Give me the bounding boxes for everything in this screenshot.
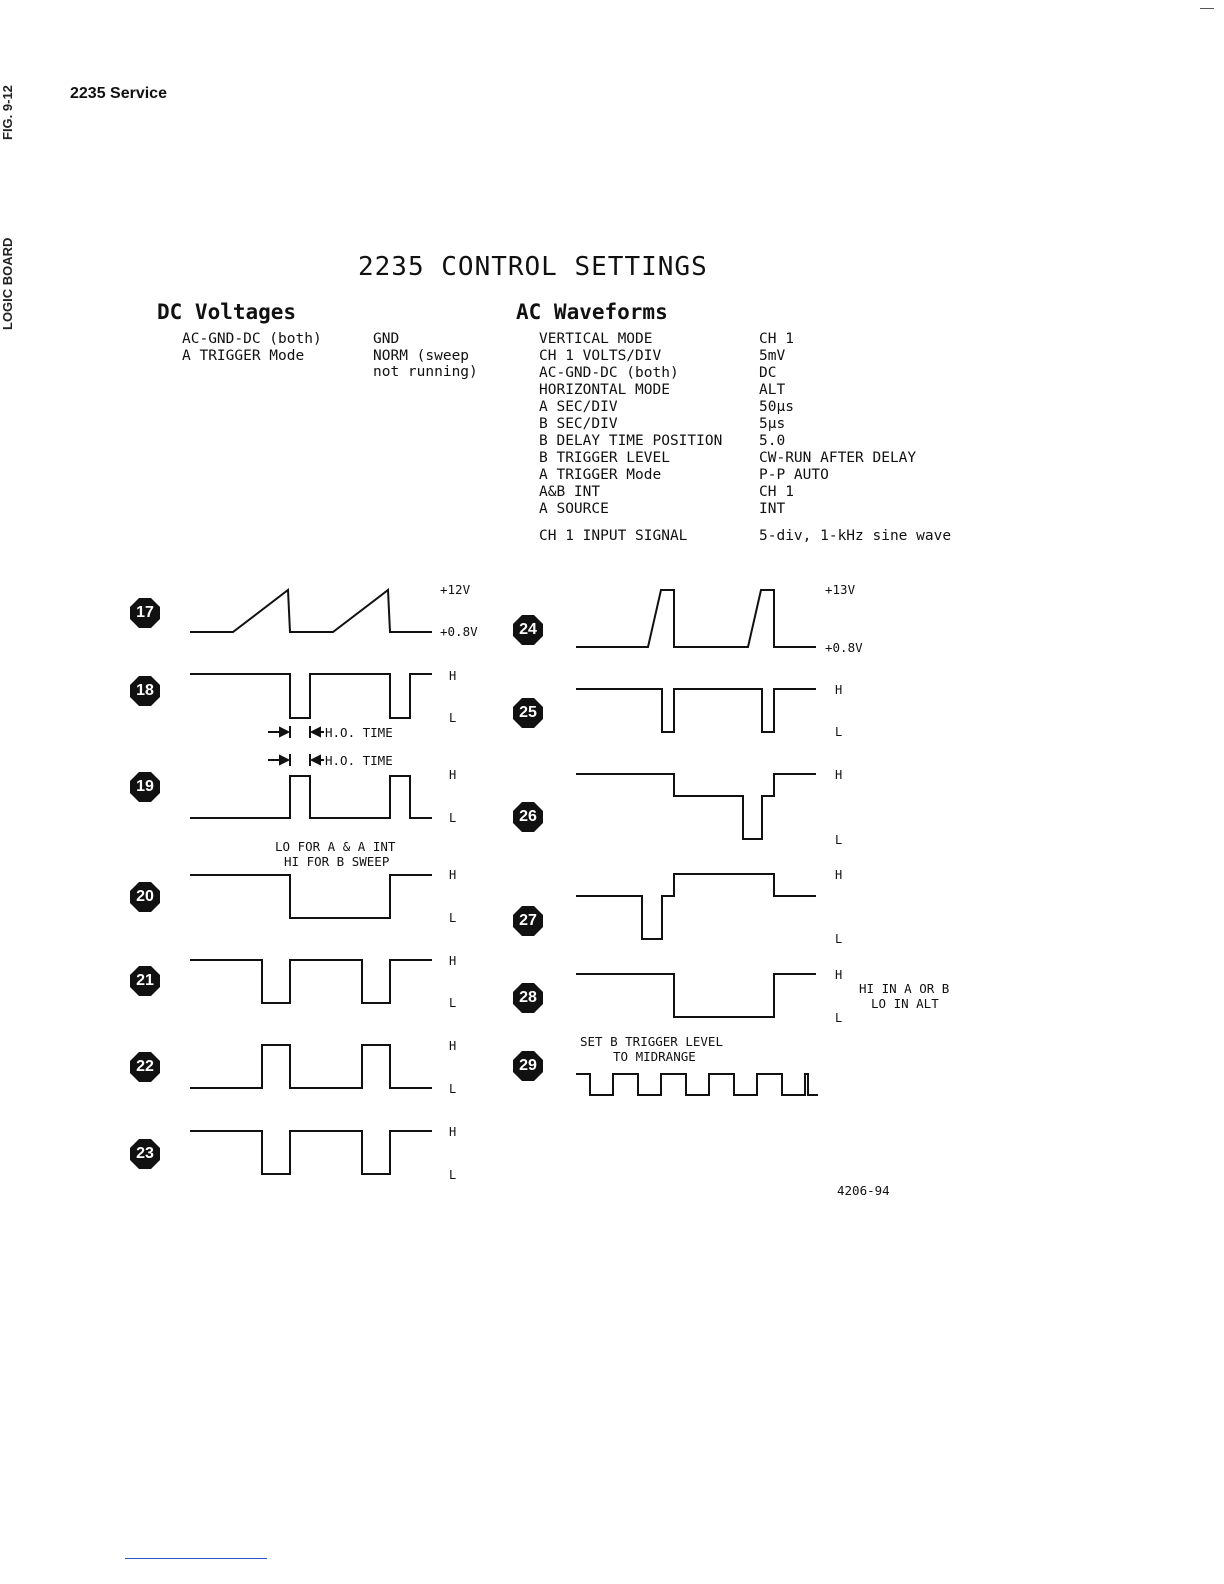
level-high-label: H — [835, 768, 843, 782]
bottom-rule — [125, 1558, 267, 1559]
ac-label: B DELAY TIME POSITION — [539, 433, 723, 449]
level-high-label: H — [835, 968, 843, 982]
ho-time-arrows-18 — [268, 726, 324, 738]
dc-label: AC-GND-DC (both) — [182, 331, 322, 347]
page-header: 2235 Service — [70, 85, 167, 102]
ac-value: ALT — [759, 382, 786, 398]
ac-value: 5mV — [759, 348, 786, 364]
ac-label: HORIZONTAL MODE — [539, 382, 670, 398]
level-low-label: L — [835, 932, 843, 946]
set-b-annotation: TO MIDRANGE — [613, 1049, 696, 1064]
test-point-24-badge: 24 — [513, 615, 543, 645]
ac-label: A SOURCE — [539, 501, 609, 517]
input-signal-value: 5-div, 1-kHz sine wave — [759, 528, 952, 544]
voltage-label: +0.8V — [440, 624, 478, 639]
test-point-28-badge: 28 — [513, 983, 543, 1013]
test-point-19-badge: 19 — [130, 772, 160, 802]
ac-heading: AC Waveforms — [516, 300, 668, 324]
waveform-19-trace — [190, 775, 432, 819]
test-point-21-badge: 21 — [130, 966, 160, 996]
lo-in-annotation: LO IN ALT — [871, 996, 939, 1011]
lo-for-annotation: LO FOR A & A INT — [275, 839, 396, 854]
level-low-label: L — [835, 833, 843, 847]
level-high-label: H — [835, 683, 843, 697]
ac-label: A TRIGGER Mode — [539, 467, 662, 483]
waveform-17-trace — [190, 588, 432, 633]
hi-for-annotation: HI FOR B SWEEP — [284, 854, 390, 869]
ac-label: B SEC/DIV — [539, 416, 618, 432]
level-low-label: L — [449, 911, 457, 925]
ac-value: CW-RUN AFTER DELAY — [759, 450, 917, 466]
ac-label: B TRIGGER LEVEL — [539, 450, 670, 466]
ac-value: 50µs — [759, 399, 794, 415]
level-low-label: L — [835, 1011, 843, 1025]
voltage-label: +13V — [825, 582, 856, 597]
ac-label: CH 1 VOLTS/DIV — [539, 348, 662, 364]
hi-in-annotation: HI IN A OR B — [859, 981, 950, 996]
level-low-label: L — [449, 1168, 457, 1182]
level-high-label: H — [449, 868, 457, 882]
waveform-18-trace — [190, 673, 432, 719]
level-low-label: L — [449, 996, 457, 1010]
waveform-29-trace — [576, 1073, 818, 1096]
test-point-23-badge: 23 — [130, 1139, 160, 1169]
test-point-17-badge: 17 — [130, 598, 160, 628]
ho-time-label: H.O. TIME — [325, 753, 393, 768]
ac-value: P-P AUTO — [759, 467, 829, 483]
level-high-label: H — [835, 868, 843, 882]
waveform-22-trace — [190, 1044, 432, 1089]
waveform-20-trace — [190, 874, 432, 919]
test-point-27-badge: 27 — [513, 906, 543, 936]
ac-value: 5.0 — [759, 433, 786, 449]
level-high-label: H — [449, 1039, 457, 1053]
ac-label: VERTICAL MODE — [539, 331, 653, 347]
dc-value: not running) — [373, 364, 478, 380]
waveform-24-trace — [576, 589, 816, 648]
level-low-label: L — [449, 711, 457, 725]
ac-value: DC — [759, 365, 777, 381]
ac-value: CH 1 — [759, 331, 794, 347]
test-point-29-badge: 29 — [513, 1051, 543, 1081]
waveform-26-trace — [576, 773, 816, 840]
figure-id: 4206-94 — [837, 1183, 890, 1198]
level-high-label: H — [449, 768, 457, 782]
dc-value: GND — [373, 331, 400, 347]
level-low-label: L — [449, 811, 457, 825]
ho-time-arrows-19 — [268, 754, 324, 766]
corner-mark — [1200, 8, 1214, 9]
dc-value: NORM (sweep — [373, 348, 470, 364]
waveform-23-trace — [190, 1130, 432, 1175]
dc-heading: DC Voltages — [157, 300, 297, 324]
ho-time-label: H.O. TIME — [325, 725, 393, 740]
waveform-25-trace — [576, 688, 816, 733]
ac-label: AC-GND-DC (both) — [539, 365, 679, 381]
input-signal-label: CH 1 INPUT SIGNAL — [539, 528, 688, 544]
ac-value: INT — [759, 501, 786, 517]
test-point-22-badge: 22 — [130, 1052, 160, 1082]
ac-value: CH 1 — [759, 484, 794, 500]
ac-value: 5µs — [759, 416, 786, 432]
test-point-25-badge: 25 — [513, 698, 543, 728]
ac-label: A&B INT — [539, 484, 601, 500]
level-high-label: H — [449, 954, 457, 968]
level-high-label: H — [449, 669, 457, 683]
waveform-28-trace — [576, 973, 816, 1018]
level-low-label: L — [449, 1082, 457, 1096]
ac-label: A SEC/DIV — [539, 399, 618, 415]
dc-label: A TRIGGER Mode — [182, 348, 305, 364]
level-low-label: L — [835, 725, 843, 739]
test-point-26-badge: 26 — [513, 802, 543, 832]
voltage-label: +12V — [440, 582, 471, 597]
voltage-label: +0.8V — [825, 640, 863, 655]
diagram-title: 2235 CONTROL SETTINGS — [358, 252, 708, 282]
waveform-27-trace — [576, 873, 816, 940]
level-high-label: H — [449, 1125, 457, 1139]
test-point-20-badge: 20 — [130, 882, 160, 912]
set-b-annotation: SET B TRIGGER LEVEL — [580, 1034, 723, 1049]
waveform-21-trace — [190, 959, 432, 1004]
test-point-18-badge: 18 — [130, 676, 160, 706]
